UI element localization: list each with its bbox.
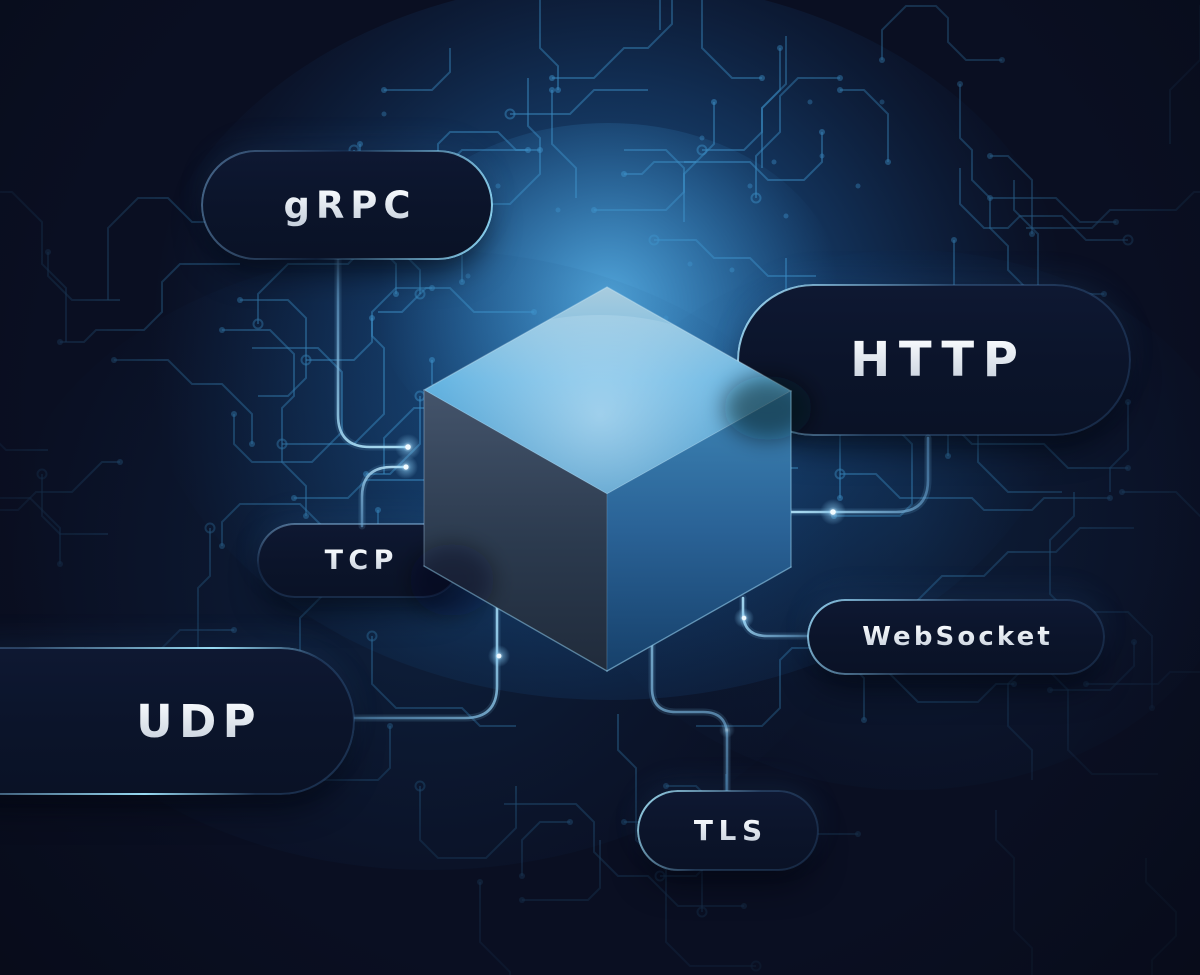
protocol-pill-udp: UDP <box>0 648 354 794</box>
protocol-pill-tls: TLS <box>638 791 818 870</box>
protocol-label-grpc: gRPC <box>278 184 417 227</box>
protocol-label-tls: TLS <box>688 814 768 847</box>
protocol-label-udp: UDP <box>16 695 262 748</box>
protocol-pill-http: HTTP <box>738 285 1130 435</box>
protocol-pill-grpc: gRPC <box>202 151 492 259</box>
protocol-label-websocket: WebSocket <box>859 622 1053 652</box>
protocol-pill-websocket: WebSocket <box>808 600 1104 674</box>
